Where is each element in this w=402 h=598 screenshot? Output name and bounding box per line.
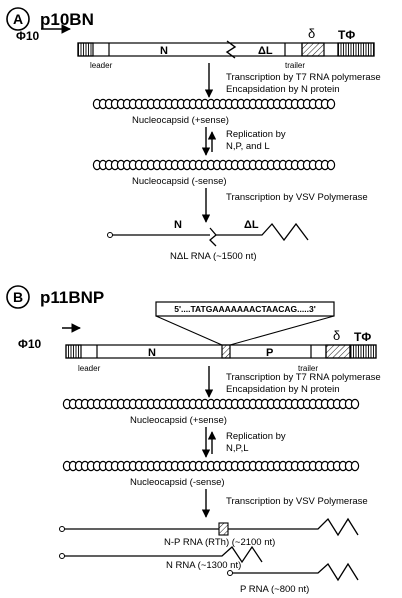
panel-b-p-rna [227,562,359,582]
panel-a-leader: leader [90,61,113,70]
panel-b: B p11BNP 5'....TATGAAAAAAACTAACAG.....3'… [6,285,381,595]
panel-a-nucleocapsid-plus [92,98,336,110]
panel-a-t7-line1: Transcription by T7 RNA polymerase [226,72,381,83]
panel-b-seg-n: N [148,347,156,359]
nucleocapsid-bead [350,460,360,472]
panel-a-badge-circle [6,7,30,31]
panel-b-nucleocapsid-minus [62,460,360,472]
panel-a-tphi: TΦ [338,28,355,42]
panel-a: A p10BN Φ10 N ΔL δ TΦ leader trailer Tra… [6,7,381,262]
panel-b-vsv: Transcription by VSV Polymerase [226,496,368,507]
panel-b-title: p11BNP [40,288,104,307]
panel-b-badge-circle [6,285,30,309]
panel-a-rep-line1: Replication by [226,129,286,140]
panel-a-delta-box [301,42,325,57]
panel-a-seg-dl: ΔL [258,45,273,57]
panel-b-tphi-box [349,344,377,359]
polya-tail-icon [64,545,263,564]
panel-a-rep-line2: N,P, and L [226,141,270,152]
panel-b-rna-n: N RNA (~1300 nt) [166,560,241,571]
polya-tail-icon [232,562,359,582]
panel-b-t7-line1: Transcription by T7 RNA polymerase [226,372,381,383]
panel-b-trailer: trailer [298,364,318,373]
panel-a-ndl-rna [107,222,309,247]
panel-b-seq-box [155,301,335,317]
panel-a-trailer: trailer [285,61,305,70]
panel-b-t7-line2: Encapsidation by N protein [226,384,340,395]
panel-b-leader: leader [78,364,101,373]
panel-a-phi10-box [77,42,94,57]
panel-a-nucleocapsid-minus [92,159,336,171]
panel-b-seq: 5'....TATGAAAAAAACTAACAG.....3' [174,304,315,314]
panel-b-junction-box [221,344,231,359]
polya-tail-icon [216,222,309,242]
panel-a-title: p10BN [40,10,94,29]
panel-b-badge: B [13,289,23,305]
panel-a-badge: A [13,11,23,27]
rna-junction-box [218,522,229,536]
panel-b-phi10-box [65,344,82,359]
panel-a-rna-dl: ΔL [244,219,259,231]
rna-junction-zigzag-icon [209,227,217,247]
panel-b-nucleocapsid-plus [62,398,360,410]
panel-b-nc-plus: Nucleocapsid (+sense) [130,415,227,426]
panel-a-tphi-box [337,42,375,57]
panel-b-delta: δ [333,328,340,343]
polya-tail-icon [228,517,359,537]
panel-b-seg-p: P [266,347,273,359]
panel-b-tphi: TΦ [354,330,371,344]
panel-b-nc-minus: Nucleocapsid (-sense) [130,477,225,488]
panel-b-rna-p: P RNA (~800 nt) [240,584,309,595]
panel-b-np-rna [59,517,359,537]
panel-a-seg-n: N [160,45,168,57]
panel-b-delta-box [325,344,351,359]
nucleocapsid-bead [350,398,360,410]
panel-a-plasmid-bar [77,40,375,59]
panel-b-rep-line1: Replication by [226,431,286,442]
panel-b-phi10: Φ10 [18,337,42,351]
panel-a-nc-minus: Nucleocapsid (-sense) [132,176,227,187]
panel-a-nc-plus: Nucleocapsid (+sense) [132,115,229,126]
panel-b-rna-np: N-P RNA (RTh) (~2100 nt) [164,537,275,548]
panel-a-t7-line2: Encapsidation by N protein [226,84,340,95]
panel-a-vsv: Transcription by VSV Polymerase [226,192,368,203]
panel-a-rna-label: NΔL RNA (~1500 nt) [170,251,257,262]
nucleocapsid-bead [326,98,336,110]
panel-b-n-rna [59,545,263,564]
panel-b-plasmid-bar [65,344,377,359]
panel-a-phi10: Φ10 [16,29,40,43]
nucleocapsid-bead [326,159,336,171]
panel-a-rna-n: N [174,219,182,231]
junction-zigzag-icon [225,40,237,59]
panel-b-rep-line2: N,P,L [226,443,249,454]
panel-a-delta: δ [308,26,315,41]
